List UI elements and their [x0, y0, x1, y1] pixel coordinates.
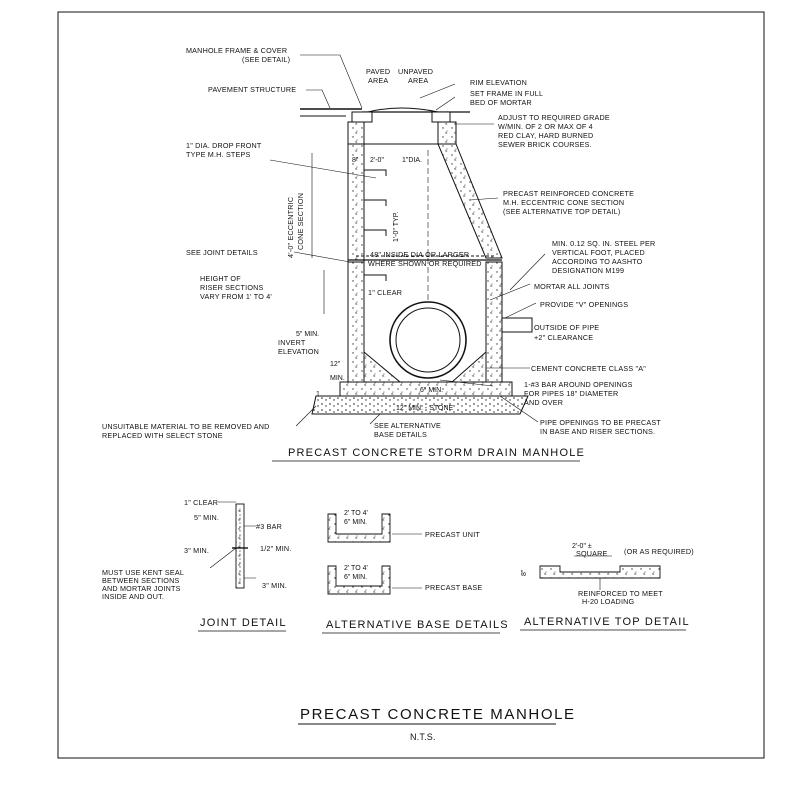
annotation-label: 8" [352, 157, 359, 164]
main-title: PRECAST CONCRETE MANHOLE [300, 706, 576, 723]
annotation-label: SET FRAME IN FULL [470, 89, 543, 98]
annotation-label: INVERT [278, 338, 306, 347]
annotation-label: DESIGNATION M199 [552, 266, 624, 275]
annotation-label: MIN. [330, 375, 345, 382]
annotation-label: REPLACED WITH SELECT STONE [102, 431, 223, 440]
annotation-label: (SEE DETAIL) [242, 55, 290, 64]
joint-detail-labels: 1" CLEAR 5" MIN. #3 BAR 3" MIN. 1/2" MIN… [102, 498, 292, 601]
annotation-label: 5" MIN. [194, 513, 219, 522]
annotation-label: IN BASE AND RISER SECTIONS. [540, 427, 655, 436]
annotation-label: AND MORTAR JOINTS [102, 584, 181, 593]
annotation-label: AREA [408, 76, 428, 85]
annotation-label: BETWEEN SECTIONS [102, 576, 179, 585]
section-labels: MANHOLE FRAME & COVER (SEE DETAIL) PAVEM… [102, 46, 661, 440]
annotation-label: UNPAVED [398, 67, 433, 76]
annotation-label: CONE SECTION [296, 193, 305, 250]
annotation-label: 1" CLEAR [184, 498, 218, 507]
annotation-label: ACCORDING TO AASHTO [552, 257, 643, 266]
annotation-label: BED OF MORTAR [470, 98, 532, 107]
joint-detail-drawing [209, 501, 256, 589]
annotation-label: 1'-0" TYP. [393, 212, 400, 242]
annotation-label: 12" [330, 361, 341, 368]
alt-base-labels: 2' TO 4' 6" MIN. PRECAST UNIT 2' TO 4' 6… [344, 510, 482, 592]
annotation-label: 2'-0" [370, 157, 384, 164]
leader-lines [269, 54, 546, 427]
annotation-label: 2' TO 4' [344, 565, 368, 572]
annotation-label: MUST USE KENT SEAL [102, 568, 184, 577]
annotation-label: MORTAR ALL JOINTS [534, 282, 610, 291]
annotation-label: H-20 LOADING [582, 597, 635, 606]
annotation-label: WHERE SHOWN OR REQUIRED [368, 259, 482, 268]
annotation-label: PRECAST REINFORCED CONCRETE [503, 189, 634, 198]
annotation-label: 2'-0" ± [572, 543, 592, 550]
annotation-label: SEWER BRICK COURSES. [498, 140, 592, 149]
annotation-label: 3" MIN. [262, 581, 287, 590]
annotation-label: 6" MIN. [420, 387, 443, 394]
annotation-label: SQUARE [576, 549, 608, 558]
annotation-label: 6" MIN. [344, 574, 367, 581]
annotation-label: 48" INSIDE DIA OR LARGER [370, 250, 469, 259]
alt-top-title: ALTERNATIVE TOP DETAIL [524, 616, 690, 628]
annotation-label: PROVIDE "V" OPENINGS [540, 300, 628, 309]
joint-detail-title: JOINT DETAIL [200, 617, 287, 629]
annotation-label: INSIDE AND OUT. [102, 592, 164, 601]
alt-base-title: ALTERNATIVE BASE DETAILS [326, 619, 509, 631]
annotation-label: FOR PIPES 18" DIAMETER [524, 389, 618, 398]
alt-top-labels: 2'-0" ± SQUARE (OR AS REQUIRED) 8" REINF… [521, 543, 694, 606]
scale-note: N.T.S. [410, 732, 436, 742]
annotation-label: UNSUITABLE MATERIAL TO BE REMOVED AND [102, 422, 270, 431]
annotation-label: W/MIN. OF 2 OR MAX OF 4 [498, 122, 593, 131]
annotation-label: TYPE M.H. STEPS [186, 150, 251, 159]
annotation-label: 1"DIA. [402, 157, 422, 164]
annotation-label: 1" CLEAR [368, 288, 402, 297]
annotation-label: 1 [316, 391, 320, 398]
annotation-label: HEIGHT OF [200, 274, 241, 283]
annotation-label: PAVEMENT STRUCTURE [208, 85, 296, 94]
annotation-label: CEMENT CONCRETE CLASS "A" [531, 364, 646, 373]
annotation-label: 3" MIN. [184, 546, 209, 555]
annotation-label: 2' TO 4' [344, 510, 368, 517]
annotation-label: 4'-0" ECCENTRIC [286, 197, 295, 258]
alt-top-drawing [539, 555, 661, 590]
section-title: PRECAST CONCRETE STORM DRAIN MANHOLE [288, 447, 585, 459]
annotation-label: PAVED [366, 67, 390, 76]
annotation-label: OUTSIDE OF PIPE [534, 323, 599, 332]
annotation-label: SEE JOINT DETAILS [186, 248, 258, 257]
annotation-label: BASE DETAILS [374, 430, 427, 439]
annotation-label: M.H. ECCENTRIC CONE SECTION [503, 198, 624, 207]
annotation-label: ELEVATION [278, 347, 319, 356]
annotation-label: ADJUST TO REQUIRED GRADE [498, 113, 610, 122]
annotation-label: VERTICAL FOOT, PLACED [552, 248, 645, 257]
annotation-label: REINFORCED TO MEET [578, 589, 663, 598]
annotation-label: MIN. 0.12 SQ. IN. STEEL PER [552, 239, 655, 248]
annotation-label: (OR AS REQUIRED) [624, 547, 694, 556]
annotation-label: VARY FROM 1' TO 4' [200, 292, 272, 301]
annotation-label: RED CLAY, HARD BURNED [498, 131, 593, 140]
annotation-label: 1" DIA. DROP FRONT [186, 141, 262, 150]
annotation-label: PRECAST UNIT [425, 530, 480, 539]
annotation-label: RISER SECTIONS [200, 283, 264, 292]
annotation-label: 12" MIN. - STONE [396, 405, 454, 412]
annotation-label: MANHOLE FRAME & COVER [186, 46, 287, 55]
manhole-section [300, 107, 533, 415]
sheet-border [57, 11, 765, 759]
annotation-label: PIPE OPENINGS TO BE PRECAST [540, 418, 661, 427]
annotation-label: (SEE ALTERNATIVE TOP DETAIL) [503, 207, 620, 216]
annotation-label: 8" [521, 569, 528, 576]
annotation-label: 5" MIN. [296, 331, 319, 338]
annotation-label: 1/2" MIN. [260, 544, 292, 553]
annotation-label: AREA [368, 76, 388, 85]
alt-base-drawing [327, 513, 422, 595]
annotation-label: +2" CLEARANCE [534, 333, 593, 342]
annotation-label: 1-#3 BAR AROUND OPENINGS [524, 380, 633, 389]
annotation-label: PRECAST BASE [425, 583, 482, 592]
annotation-label: #3 BAR [256, 522, 282, 531]
annotation-label: AND OVER [524, 398, 563, 407]
annotation-label: 6" MIN. [344, 519, 367, 526]
annotation-label: SEE ALTERNATIVE [374, 421, 441, 430]
annotation-label: RIM ELEVATION [470, 78, 527, 87]
